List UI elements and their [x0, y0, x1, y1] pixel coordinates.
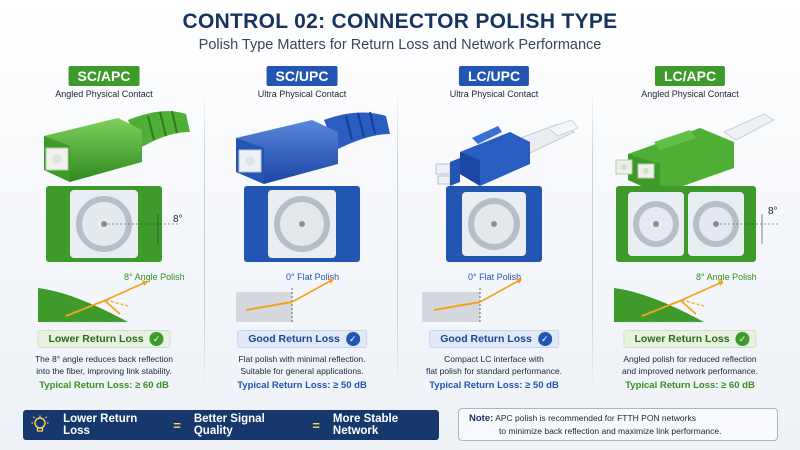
connector-name-badge: SC/APC	[68, 66, 140, 86]
column-divider	[204, 86, 205, 392]
lc-upc-connector-image	[435, 119, 579, 186]
description-line: Angled polish for reduced reflection	[623, 354, 757, 364]
return-loss-label: Lower Return Loss	[48, 333, 144, 345]
flat-polish-diagram	[422, 278, 522, 324]
banner-item: More Stable Network	[332, 413, 399, 437]
lc-apc-connector-image	[615, 113, 776, 194]
typical-return-loss: Typical Return Loss: ≥ 50 dB	[429, 380, 559, 391]
description-line: flat polish for standard performance.	[425, 365, 563, 376]
contact-type-label: Angled Physical Contact	[641, 89, 739, 99]
description-line: Suitable for general applications.	[240, 365, 364, 376]
banner-item: Better Signal Quality	[193, 413, 265, 437]
return-loss-label: Good Return Loss	[440, 333, 532, 345]
typical-return-loss: Typical Return Loss: ≥ 60 dB	[625, 380, 755, 391]
description-line: and improved network performance.	[621, 365, 759, 376]
return-loss-badge: Good Return Loss ✓	[429, 330, 559, 348]
description-line: into the fiber, improving link stability…	[36, 365, 172, 376]
description: Flat polish with minimal reflection. Sui…	[206, 354, 398, 377]
check-icon: ✓	[345, 332, 360, 346]
description-line: Compact LC interface with	[444, 354, 544, 364]
summary-banner: Lower Return Loss = Better Signal Qualit…	[23, 410, 439, 440]
polish-label: 0° Flat Polish	[468, 272, 522, 282]
angled-polish-diagram	[38, 280, 148, 323]
description: Compact LC interface with flat polish fo…	[398, 354, 590, 377]
check-icon: ✓	[537, 332, 552, 346]
sc-upc-connector-image	[236, 111, 390, 184]
polish-label: 0° Flat Polish	[286, 272, 340, 282]
angled-polish-diagram	[614, 280, 724, 323]
return-loss-badge: Good Return Loss ✓	[237, 330, 367, 348]
connector-name-badge: LC/UPC	[458, 66, 530, 86]
equals-sign: =	[173, 417, 181, 433]
return-loss-label: Good Return Loss	[248, 333, 340, 345]
note-line: to minimize back reflection and maximize…	[499, 426, 722, 436]
connector-name-badge: LC/APC	[654, 66, 726, 86]
column-divider	[397, 86, 398, 392]
typical-return-loss: Typical Return Loss: ≥ 50 dB	[237, 380, 367, 391]
flat-polish-diagram	[236, 278, 334, 324]
description-line: Flat polish with minimal reflection.	[238, 354, 366, 364]
return-loss-badge: Lower Return Loss ✓	[37, 330, 171, 348]
column-lc-upc: LC/UPC Ultra Physical Contact 0° Flat Po…	[398, 64, 590, 404]
angle-marker: 8°	[173, 214, 183, 225]
description-line: The 8° angle reduces back reflection	[34, 354, 174, 364]
sc-apc-connector-image	[44, 110, 190, 182]
contact-type-label: Ultra Physical Contact	[257, 89, 347, 99]
banner-item: Lower Return Loss	[63, 413, 138, 437]
column-sc-upc: SC/UPC Ultra Physical Contact 0° Flat Po…	[206, 64, 398, 404]
description: Angled polish for reduced reflection and…	[594, 354, 786, 377]
polish-label: 8° Angle Polish	[696, 272, 757, 282]
column-sc-apc: SC/APC Angled Physical Contact 8° 8° Ang…	[8, 64, 200, 404]
sc-apc-endface-image: 8°	[46, 186, 183, 262]
return-loss-label: Lower Return Loss	[634, 333, 730, 345]
typical-return-loss: Typical Return Loss: ≥ 60 dB	[39, 380, 169, 391]
description: The 8° angle reduces back reflection int…	[8, 354, 200, 377]
column-divider	[592, 86, 593, 392]
note-box: Note: APC polish is recommended for FTTH…	[458, 408, 778, 441]
return-loss-badge: Lower Return Loss ✓	[623, 330, 757, 348]
lightbulb-icon	[27, 410, 53, 440]
check-icon: ✓	[735, 332, 750, 346]
equals-sign: =	[312, 417, 320, 433]
sc-upc-endface-image	[244, 186, 360, 262]
page-subtitle: Polish Type Matters for Return Loss and …	[198, 37, 602, 53]
contact-type-label: Ultra Physical Contact	[449, 89, 539, 99]
contact-type-label: Angled Physical Contact	[55, 89, 153, 99]
lc-apc-endface-image: 8°	[616, 186, 780, 262]
column-lc-apc: LC/APC Angled Physical Contact 8° 8° Ang…	[594, 64, 786, 404]
note-line: APC polish is recommended for FTTH PON n…	[495, 413, 696, 423]
note-label: Note:	[469, 413, 494, 424]
lc-upc-endface-image	[446, 186, 542, 262]
page-title: CONTROL 02: CONNECTOR POLISH TYPE	[182, 10, 618, 33]
angle-marker: 8°	[768, 206, 778, 217]
polish-label: 8° Angle Polish	[124, 272, 185, 282]
check-icon: ✓	[149, 332, 164, 346]
connector-name-badge: SC/UPC	[266, 66, 338, 86]
